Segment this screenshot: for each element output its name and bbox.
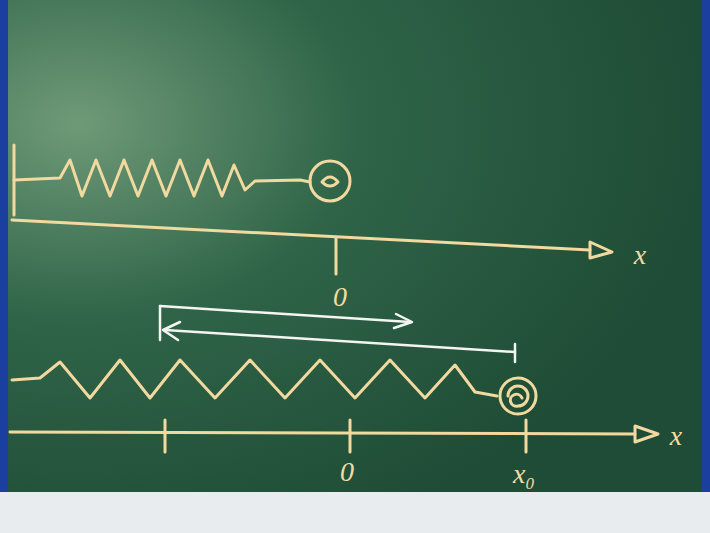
mass-scribble <box>322 177 338 186</box>
axis-label: x <box>670 422 682 450</box>
position-label: x₀ <box>513 460 535 488</box>
tick <box>159 306 162 340</box>
displacement-arrow <box>160 306 410 322</box>
spring <box>12 360 497 398</box>
tick <box>514 344 517 362</box>
axis-label: x <box>634 241 646 269</box>
axis <box>10 432 635 434</box>
mass-scribble <box>508 386 528 406</box>
tick <box>335 238 338 274</box>
chalkboard <box>8 0 702 492</box>
arrowhead <box>394 314 412 328</box>
displacement-arrow <box>165 330 515 352</box>
origin-label: 0 <box>333 283 347 311</box>
axis <box>12 220 590 250</box>
tick <box>349 420 352 452</box>
spring <box>14 160 310 196</box>
axis-arrowhead <box>635 426 658 442</box>
mass <box>310 161 350 201</box>
mass <box>500 378 536 414</box>
chalk-tray <box>0 492 710 533</box>
origin-label: 0 <box>340 458 354 486</box>
arrowhead <box>163 322 180 340</box>
tick <box>525 420 528 452</box>
tick <box>164 420 167 452</box>
axis-arrowhead <box>590 242 612 258</box>
